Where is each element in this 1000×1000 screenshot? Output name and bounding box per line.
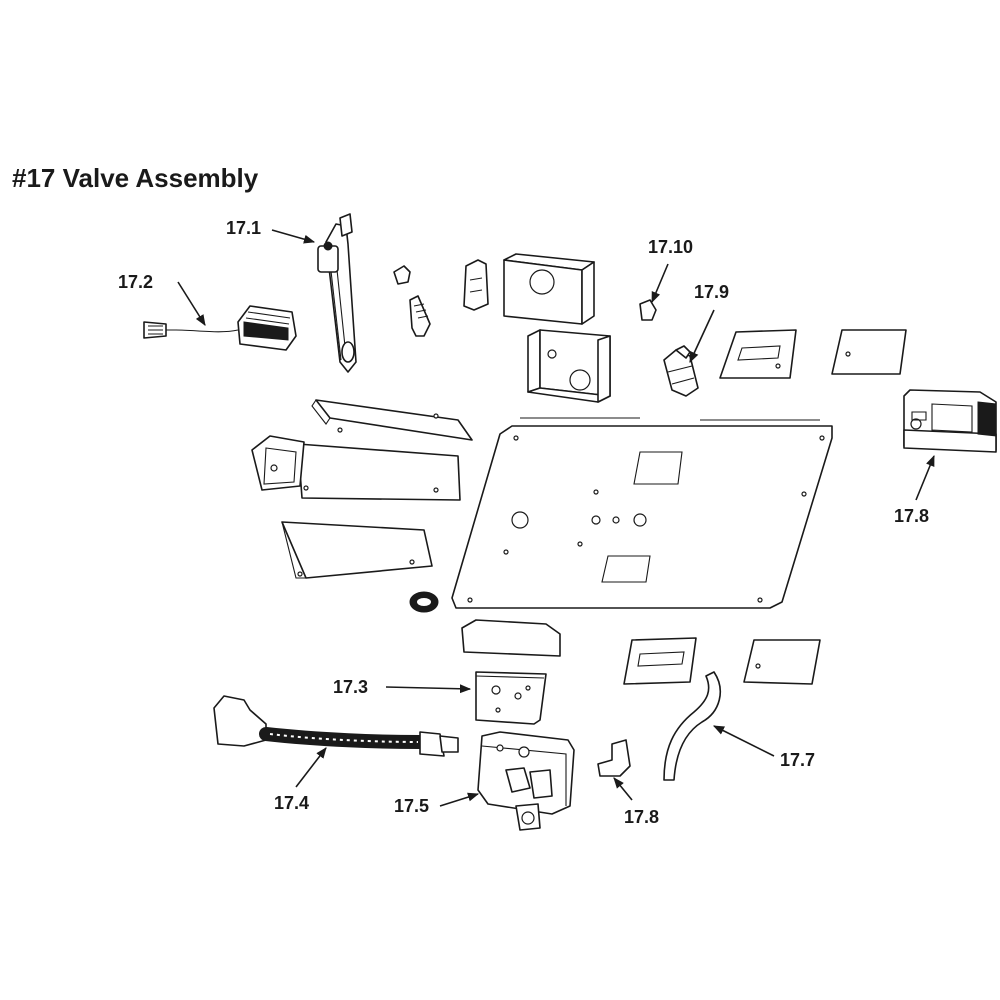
part-17-5-gas-valve bbox=[477, 731, 575, 831]
callout-17-9: 17.9 bbox=[694, 282, 729, 302]
callout-17-3: 17.3 bbox=[333, 677, 368, 697]
callout-17-5: 17.5 bbox=[394, 796, 429, 816]
small-bracket bbox=[463, 259, 489, 311]
left-bracket-long bbox=[311, 399, 473, 441]
part-17-1-pilot-assembly bbox=[317, 213, 357, 373]
callout-17-1: 17.1 bbox=[226, 218, 261, 238]
part-17-8-elbow-fitting bbox=[597, 739, 631, 777]
callout-17-4: 17.4 bbox=[274, 793, 309, 813]
part-17-4-flex-gas-line bbox=[213, 695, 459, 757]
part-17-9-union bbox=[663, 345, 699, 397]
main-base-plate bbox=[451, 417, 833, 609]
part-17-10-fitting bbox=[639, 299, 657, 321]
grommet bbox=[409, 591, 439, 613]
callout-17-8-elbow: 17.8 bbox=[624, 807, 659, 827]
part-17-3-valve-bracket bbox=[461, 619, 561, 725]
bolt-part bbox=[393, 265, 431, 337]
cover-plate-window bbox=[719, 329, 797, 379]
part-17-8-control-module bbox=[903, 389, 997, 453]
blank-cover-plate bbox=[831, 329, 907, 375]
callout-17-7: 17.7 bbox=[780, 750, 815, 770]
callout-17-10: 17.10 bbox=[648, 237, 693, 257]
part-17-2-receiver-module bbox=[143, 305, 297, 351]
part-17-7-tube bbox=[663, 671, 722, 781]
diagram-title: #17 Valve Assembly bbox=[12, 163, 259, 193]
left-bracket-angle bbox=[281, 521, 433, 579]
heat-shield-lower bbox=[527, 329, 611, 403]
lower-cover-plate-window bbox=[623, 637, 697, 685]
callout-17-2: 17.2 bbox=[118, 272, 153, 292]
left-bracket-box bbox=[251, 435, 461, 501]
callout-17-8-module: 17.8 bbox=[894, 506, 929, 526]
lower-blank-cover-plate bbox=[743, 639, 821, 685]
heat-shield-top bbox=[503, 253, 595, 325]
